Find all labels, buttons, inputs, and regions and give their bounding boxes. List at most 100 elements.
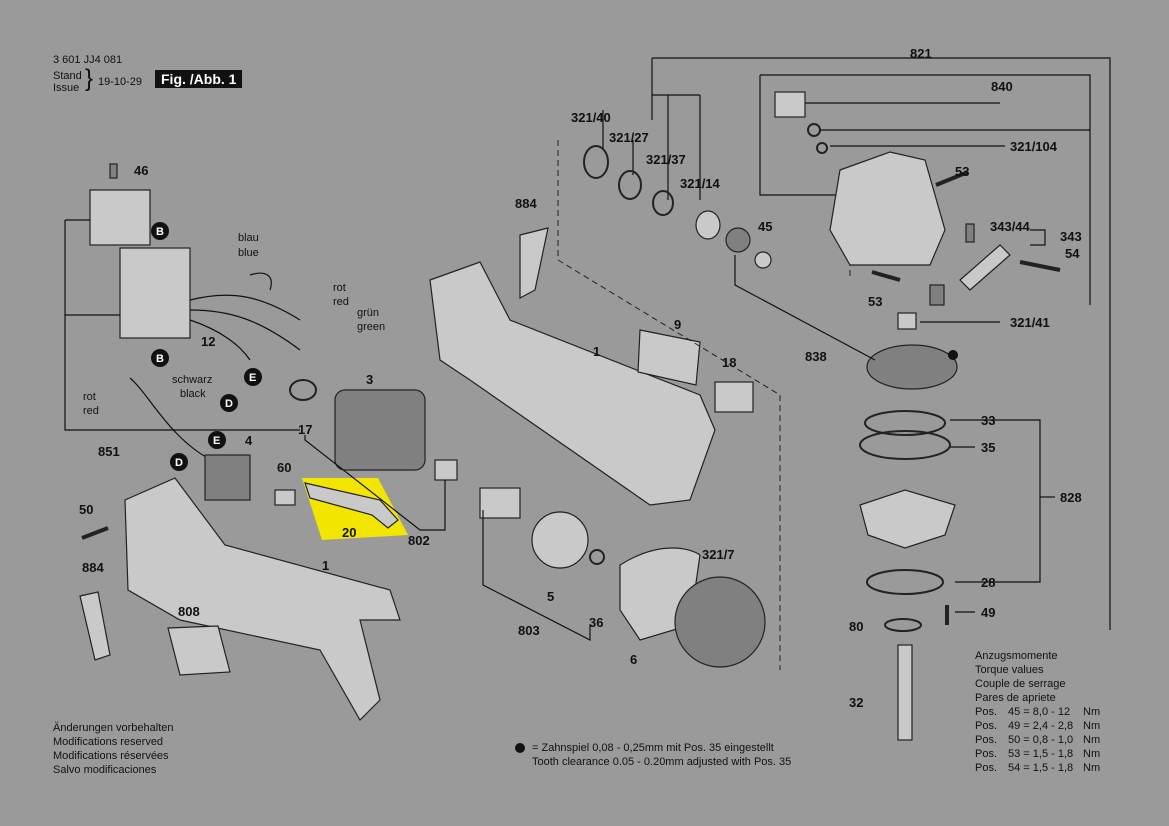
callout-35: 35 — [981, 440, 995, 455]
callout-343-44: 343/44 — [990, 219, 1031, 234]
bearing-321-41 — [897, 312, 917, 330]
callout-321-104: 321/104 — [1010, 139, 1058, 154]
callout-1-left: 1 — [322, 558, 329, 573]
note-line-en: Tooth clearance 0.05 - 0.20mm adjusted w… — [532, 756, 792, 768]
notice-fr: Modifications réservées — [53, 750, 169, 762]
circlip-321-40 — [583, 145, 609, 179]
lead-838 — [734, 255, 876, 361]
bracket-828 — [950, 419, 1041, 583]
badge-b-top — [151, 222, 169, 240]
callout-28: 28 — [981, 575, 995, 590]
label-blau: blau — [238, 232, 259, 244]
badge-e-wire-text: E — [249, 372, 256, 384]
callout-321-40: 321/40 — [571, 110, 611, 125]
screw-53-bottom — [871, 270, 901, 282]
part-18 — [714, 381, 754, 413]
washer-36 — [589, 549, 605, 565]
callout-851: 851 — [98, 444, 120, 459]
bracket-851 — [64, 315, 300, 431]
badge-d-wire-text: D — [225, 398, 233, 410]
grip-pad-884-right — [519, 227, 549, 299]
torque-value: 54 = 1,5 - 1,8 — [1008, 762, 1074, 774]
electronics-module — [119, 247, 191, 339]
lever-343 — [959, 244, 1011, 291]
callout-80: 80 — [849, 619, 863, 634]
callout-12: 12 — [201, 334, 215, 349]
notice-en: Modifications reserved — [53, 736, 164, 748]
callout-821: 821 — [910, 46, 932, 61]
spindle-lock-840 — [774, 91, 806, 118]
housing-shell-1-left — [124, 477, 401, 721]
callout-54: 54 — [1065, 246, 1080, 261]
issue-label: Issue — [53, 82, 80, 94]
nut-45 — [754, 251, 772, 269]
notice-es: Salvo modificaciones — [53, 764, 157, 776]
callout-802: 802 — [408, 533, 430, 548]
oring-321-104 — [816, 142, 828, 154]
red-wire-851 — [129, 377, 216, 463]
torque-value: 45 = 8,0 - 12 — [1008, 706, 1071, 718]
callout-884-left: 884 — [82, 560, 104, 575]
callout-6: 6 — [630, 652, 637, 667]
callout-3: 3 — [366, 372, 373, 387]
callout-9: 9 — [674, 317, 681, 332]
badge-e-switch-text: E — [213, 435, 220, 447]
figure-label: Fig. /Abb. 1 — [155, 70, 243, 88]
callout-53-top: 53 — [955, 164, 969, 179]
torque-unit: Nm — [1083, 762, 1101, 774]
callout-60: 60 — [277, 460, 291, 475]
grip-pad-884-left — [79, 591, 111, 661]
callout-321-7: 321/7 — [702, 547, 735, 562]
torque-unit: Nm — [1083, 734, 1101, 746]
switch-4 — [204, 454, 251, 501]
callout-840: 840 — [991, 79, 1013, 94]
bracket-343 — [1030, 229, 1046, 246]
callout-36: 36 — [589, 615, 603, 630]
torque-unit: Nm — [1083, 748, 1101, 760]
callout-884-right: 884 — [515, 196, 537, 211]
badge-b-top-text: B — [156, 226, 164, 238]
bracket-821 — [652, 57, 1111, 630]
notice-de: Änderungen vorbehalten — [53, 722, 174, 734]
callout-808: 808 — [178, 604, 200, 619]
callout-321-14: 321/14 — [680, 176, 721, 191]
bracket-840-left — [759, 75, 850, 196]
plate-9 — [637, 329, 701, 386]
callout-45: 45 — [758, 219, 772, 234]
shim-35 — [859, 430, 951, 460]
bearing-802 — [434, 459, 458, 481]
torque-table: Anzugsmomente Torque values Couple de se… — [975, 649, 1100, 775]
callout-50: 50 — [79, 502, 93, 517]
screw-53-top — [935, 170, 969, 187]
screw-54 — [1019, 260, 1061, 272]
washer-80 — [884, 618, 922, 632]
stand-label: Stand — [53, 70, 82, 82]
badge-b-mid-text: B — [156, 353, 164, 365]
shaft-803 — [479, 487, 521, 519]
callout-53-bottom: 53 — [868, 294, 882, 309]
callout-1-right: 1 — [593, 344, 600, 359]
note-bullet — [515, 743, 525, 753]
callout-321-27: 321/27 — [609, 130, 649, 145]
torque-value: 53 = 1,5 - 1,8 — [1008, 748, 1074, 760]
callout-321-37: 321/37 — [646, 152, 686, 167]
callout-321-41: 321/41 — [1010, 315, 1050, 330]
spring-321-104a — [807, 123, 821, 137]
bearing-321-14 — [695, 210, 721, 240]
label-rot-left: rot — [83, 391, 96, 403]
callout-5: 5 — [547, 589, 554, 604]
bearing-321-37 — [652, 190, 674, 216]
callout-32: 32 — [849, 695, 863, 710]
callout-33: 33 — [981, 413, 995, 428]
label-black: black — [180, 388, 206, 400]
label-808 — [167, 625, 231, 676]
bracket-802 — [304, 435, 446, 531]
spindle-32 — [897, 644, 913, 741]
callout-343: 343 — [1060, 229, 1082, 244]
terminal-block-46 — [89, 189, 151, 246]
badge-e-wire — [244, 368, 262, 386]
torque-pos: Pos. — [975, 706, 998, 718]
